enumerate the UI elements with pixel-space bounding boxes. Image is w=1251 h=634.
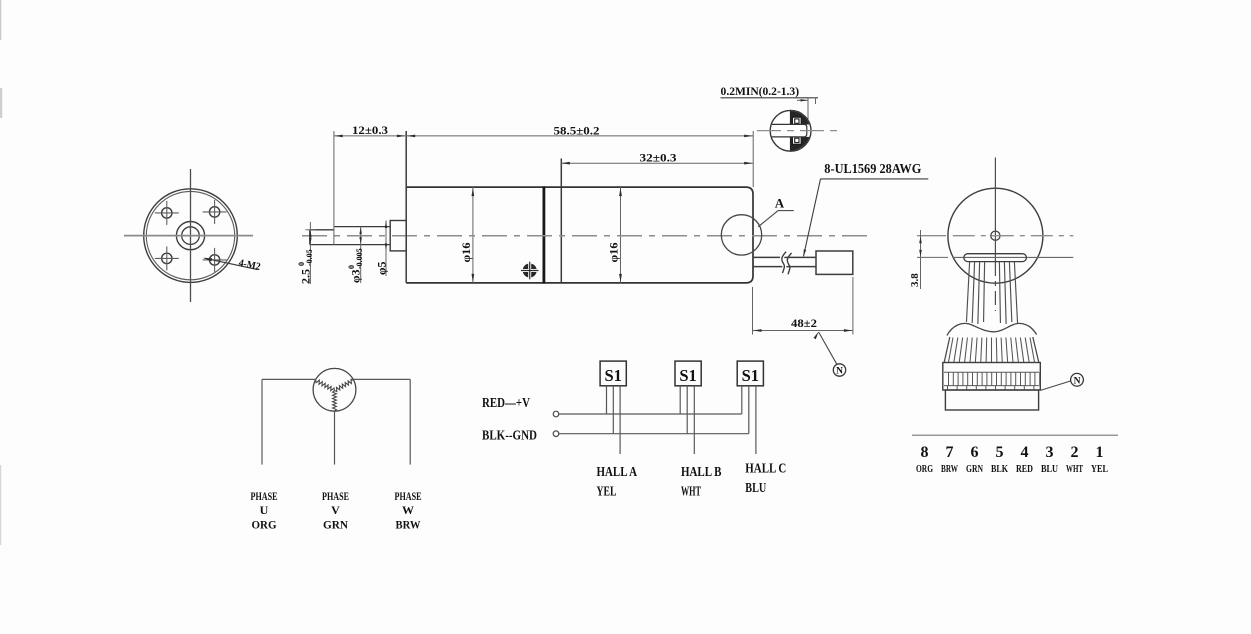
svg-text:PHASE: PHASE	[322, 489, 349, 503]
svg-text:32±0.3: 32±0.3	[640, 151, 677, 165]
svg-text:HALL B: HALL B	[681, 465, 722, 480]
svg-text:V: V	[331, 503, 340, 517]
svg-text:BRW: BRW	[396, 517, 421, 531]
svg-text:4-M2: 4-M2	[238, 258, 262, 273]
svg-text:U: U	[260, 503, 269, 517]
svg-text:RED: RED	[1016, 463, 1033, 475]
svg-text:φ3: φ3	[349, 270, 363, 284]
svg-text:2.5: 2.5	[299, 269, 313, 284]
svg-text:HALL A: HALL A	[597, 465, 638, 480]
svg-text:YEL: YEL	[1091, 463, 1108, 475]
svg-text:WHT: WHT	[1066, 463, 1083, 475]
svg-text:φ16: φ16	[459, 243, 473, 263]
svg-text:3: 3	[1046, 444, 1054, 461]
svg-text:8: 8	[921, 444, 929, 461]
svg-text:-0.005: -0.005	[355, 248, 364, 269]
svg-text:6: 6	[971, 444, 979, 461]
svg-text:0.2MIN(0.2-1.3): 0.2MIN(0.2-1.3)	[721, 84, 800, 98]
svg-text:BLK: BLK	[991, 463, 1008, 475]
svg-text:ORG: ORG	[252, 517, 277, 531]
svg-text:BLU: BLU	[1041, 463, 1058, 475]
svg-text:YEL: YEL	[597, 485, 617, 500]
svg-text:0: 0	[297, 262, 306, 266]
svg-text:PHASE: PHASE	[251, 489, 278, 503]
svg-text:2: 2	[1071, 444, 1079, 461]
svg-text:-0.05: -0.05	[305, 249, 314, 266]
svg-text:S1: S1	[742, 366, 759, 385]
svg-text:N: N	[836, 367, 843, 377]
svg-text:BLK--GND: BLK--GND	[482, 429, 537, 444]
svg-text:0: 0	[347, 265, 356, 269]
svg-text:3.8: 3.8	[909, 273, 921, 287]
svg-text:1: 1	[1096, 444, 1104, 461]
svg-text:W: W	[402, 503, 414, 517]
svg-text:HALL C: HALL C	[745, 461, 786, 476]
svg-text:5: 5	[996, 444, 1004, 461]
svg-text:PHASE: PHASE	[395, 489, 422, 503]
svg-text:φ5: φ5	[375, 262, 389, 276]
svg-text:GRN: GRN	[966, 463, 983, 475]
svg-text:8-UL1569 28AWG: 8-UL1569 28AWG	[824, 162, 921, 177]
svg-text:RED—+V: RED—+V	[482, 396, 530, 411]
svg-text:12±0.3: 12±0.3	[352, 123, 388, 137]
svg-text:ORG: ORG	[916, 463, 933, 475]
svg-text:4: 4	[1021, 444, 1029, 461]
svg-text:7: 7	[946, 444, 954, 461]
svg-text:S1: S1	[604, 366, 621, 385]
svg-text:S1: S1	[679, 366, 696, 385]
svg-text:φ16: φ16	[607, 243, 621, 263]
svg-text:GRN: GRN	[323, 517, 348, 531]
svg-text:BLU: BLU	[745, 481, 766, 496]
svg-text:58.5±0.2: 58.5±0.2	[554, 123, 600, 137]
svg-text:BRW: BRW	[941, 463, 958, 475]
svg-text:48±2: 48±2	[791, 316, 817, 330]
svg-text:N: N	[1074, 377, 1081, 387]
svg-text:A: A	[775, 196, 785, 211]
svg-text:WHT: WHT	[681, 485, 701, 500]
